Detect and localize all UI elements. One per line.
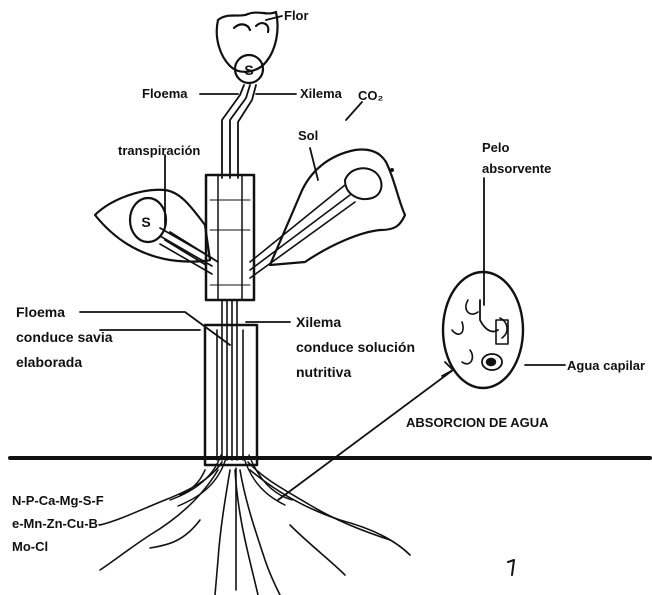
label-xilema-line3: nutritiva [296,364,351,380]
root-hair-detail [443,272,523,388]
stray-mark [508,560,514,575]
label-floema-line1: Floema [16,304,65,320]
label-flor: Flor [284,8,309,23]
label-nutrientes-line1: N-P-Ca-Mg-S-F [12,493,104,508]
label-nutrientes-line3: Mo-Cl [12,539,48,554]
label-absorvente: absorvente [482,161,551,176]
leaf-s-label: S [141,214,150,230]
branch-left [165,232,218,300]
label-xilema-line2: conduce solución [296,339,415,355]
label-co2: CO₂ [358,88,384,103]
stem [205,175,257,465]
label-xilema-line1: Xilema [296,314,341,330]
roots [100,462,410,595]
label-xilema-top: Xilema [300,86,343,101]
label-floema-top: Floema [142,86,188,101]
label-absorcion: ABSORCION DE AGUA [406,415,549,430]
right-leaf [250,150,405,279]
upper-stem [222,85,256,178]
left-leaf [95,190,212,274]
dot-marker [390,168,394,172]
label-transpiracion: transpiración [118,143,200,158]
label-nutrientes-line2: e-Mn-Zn-Cu-B- [12,516,102,531]
flower-s-label: S [244,62,253,78]
root-vessels [170,455,292,506]
label-agua-capilar: Agua capilar [567,358,645,373]
label-pelo: Pelo [482,140,510,155]
label-floema-line3: elaborada [16,354,82,370]
label-sol: Sol [298,128,318,143]
label-floema-line2: conduce savia [16,329,113,345]
